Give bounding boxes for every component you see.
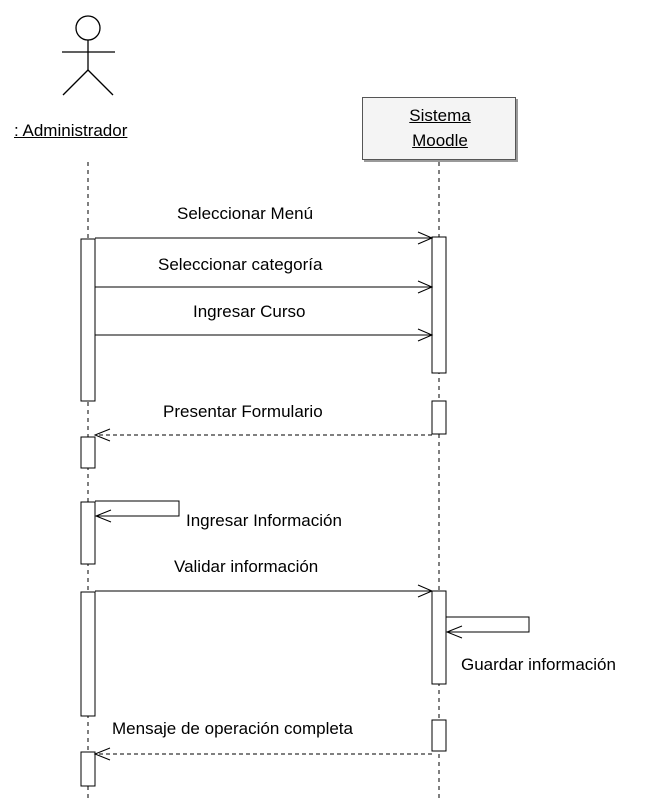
message-arrow-ingresar-curso	[95, 328, 434, 342]
return-arrow-mensaje-operacion	[93, 747, 432, 761]
actor-activation-2	[80, 436, 96, 469]
message-label: Ingresar Información	[186, 511, 342, 530]
message-label: Seleccionar categoría	[158, 255, 323, 274]
message-arrow-seleccionar-categoria	[95, 280, 434, 294]
message-label: Ingresar Curso	[193, 302, 306, 321]
system-activation-3	[431, 590, 447, 685]
actor-activation-1	[80, 238, 96, 402]
system-activation-2	[431, 400, 447, 435]
actor-icon	[62, 15, 115, 96]
message-arrow-validar-informacion	[95, 584, 434, 598]
message-label: Guardar información	[461, 655, 616, 674]
message-arrow-seleccionar-menu	[95, 231, 434, 245]
system-object-box: Sistema Moodle	[362, 97, 516, 160]
system-name-line1: Sistema	[409, 106, 471, 125]
message-label: Seleccionar Menú	[177, 204, 314, 223]
message-label: Validar información	[174, 557, 319, 576]
message-label: Presentar Formulario	[163, 402, 323, 421]
system-activation-1	[431, 236, 447, 374]
message-label: Mensaje de operación completa	[112, 719, 353, 738]
system-name-line2: Moodle	[412, 131, 468, 150]
system-activation-4	[431, 719, 447, 752]
self-message-ingresar-informacion	[94, 500, 180, 523]
actor-activation-5	[80, 751, 96, 787]
actor-activation-3	[80, 501, 96, 565]
actor-label: : Administrador	[14, 121, 128, 140]
actor-activation-4	[80, 591, 96, 717]
self-message-guardar-informacion	[445, 616, 530, 639]
return-arrow-presentar-formulario	[93, 428, 432, 442]
